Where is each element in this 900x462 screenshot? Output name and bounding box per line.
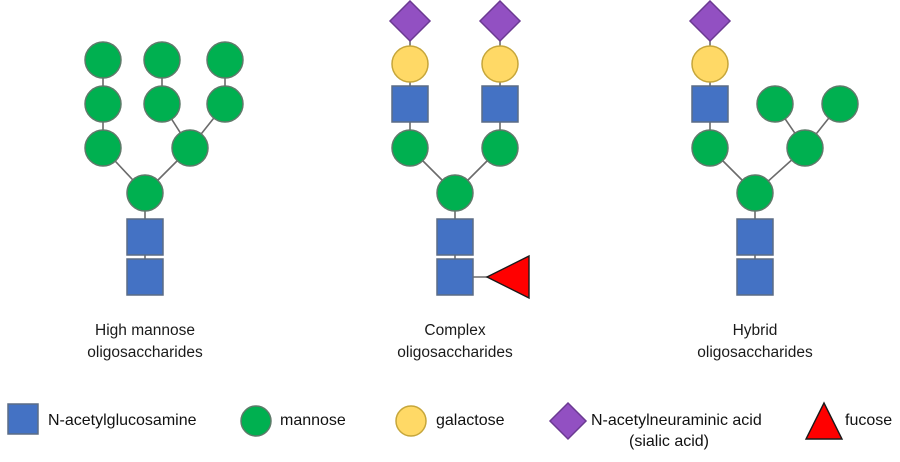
high-mannose-mannose-core xyxy=(126,174,164,212)
hybrid-sialic-left xyxy=(688,0,732,43)
complex-galactose-right xyxy=(481,45,519,83)
high-mannose-mannose-arm-a3 xyxy=(84,41,122,79)
high-mannose-mannose-arm-b1 xyxy=(143,85,181,123)
high-mannose-glcnac-core-2 xyxy=(126,218,164,256)
legend-item-glcnac: N-acetylglucosamine xyxy=(7,403,197,435)
high-mannose-mannose-branch xyxy=(171,129,209,167)
galactose-yellow-circle-icon xyxy=(395,405,427,437)
hybrid-mannose-left xyxy=(691,129,729,167)
high-mannose-caption-line2: oligosaccharides xyxy=(87,344,203,361)
legend-item-mannose: mannose xyxy=(240,405,346,437)
legend-label-sialic: N-acetylneuraminic acid xyxy=(591,412,762,429)
high-mannose-glcnac-core-1 xyxy=(126,258,164,296)
high-mannose-mannose-arm-a2 xyxy=(84,85,122,123)
complex-sialic-left xyxy=(388,0,432,43)
hybrid-mannose-branch xyxy=(786,129,824,167)
legend-item-fucose: fucose xyxy=(804,401,892,440)
complex-glcnac-core-2 xyxy=(436,218,474,256)
high-mannose-mannose-arm-c2 xyxy=(206,41,244,79)
hybrid-caption-line2: oligosaccharides xyxy=(697,344,813,361)
complex-caption-line1: Complex xyxy=(424,322,485,339)
complex-mannose-left xyxy=(391,129,429,167)
complex-galactose-left xyxy=(391,45,429,83)
complex-caption-line2: oligosaccharides xyxy=(397,344,513,361)
high-mannose-mannose-arm-b2 xyxy=(143,41,181,79)
legend-item-sialic: N-acetylneuraminic acid (sialic acid) xyxy=(548,401,762,450)
legend-layer: N-acetylglucosamine mannose galactose N-ace… xyxy=(7,401,892,450)
legend-label-galactose: galactose xyxy=(436,412,505,429)
glcnac-blue-square-icon xyxy=(7,403,39,435)
complex-glcnac-left xyxy=(391,85,429,123)
legend-label-sialic-line2: (sialic acid) xyxy=(629,433,709,450)
legend-label-glcnac: N-acetylglucosamine xyxy=(48,412,197,429)
hybrid-glcnac-core-1 xyxy=(736,258,774,296)
hybrid-galactose-left xyxy=(691,45,729,83)
complex-sialic-right xyxy=(478,0,522,43)
hybrid-glcnac-core-2 xyxy=(736,218,774,256)
high-mannose-mannose-arm-a1 xyxy=(84,129,122,167)
hybrid-mannose-arm-a xyxy=(756,85,794,123)
legend-item-galactose: galactose xyxy=(395,405,505,437)
complex-mannose-right xyxy=(481,129,519,167)
complex-fucose xyxy=(485,254,530,300)
captions-layer: High mannose oligosaccharides Complex oligo… xyxy=(87,322,813,361)
high-mannose-mannose-arm-c1 xyxy=(206,85,244,123)
complex-glcnac-right xyxy=(481,85,519,123)
high-mannose-caption-line1: High mannose xyxy=(95,322,195,339)
hybrid-caption-line1: Hybrid xyxy=(733,322,778,339)
nodes-layer xyxy=(84,0,859,300)
hybrid-mannose-arm-b xyxy=(821,85,859,123)
mannose-green-circle-icon xyxy=(240,405,272,437)
legend-label-fucose: fucose xyxy=(845,412,892,429)
fucose-red-triangle-icon xyxy=(804,401,844,440)
hybrid-glcnac-left xyxy=(691,85,729,123)
complex-mannose-core xyxy=(436,174,474,212)
hybrid-mannose-core xyxy=(736,174,774,212)
complex-glcnac-core-1 xyxy=(436,258,474,296)
sialic-acid-purple-diamond-icon xyxy=(548,401,588,441)
legend-label-mannose: mannose xyxy=(280,412,346,429)
